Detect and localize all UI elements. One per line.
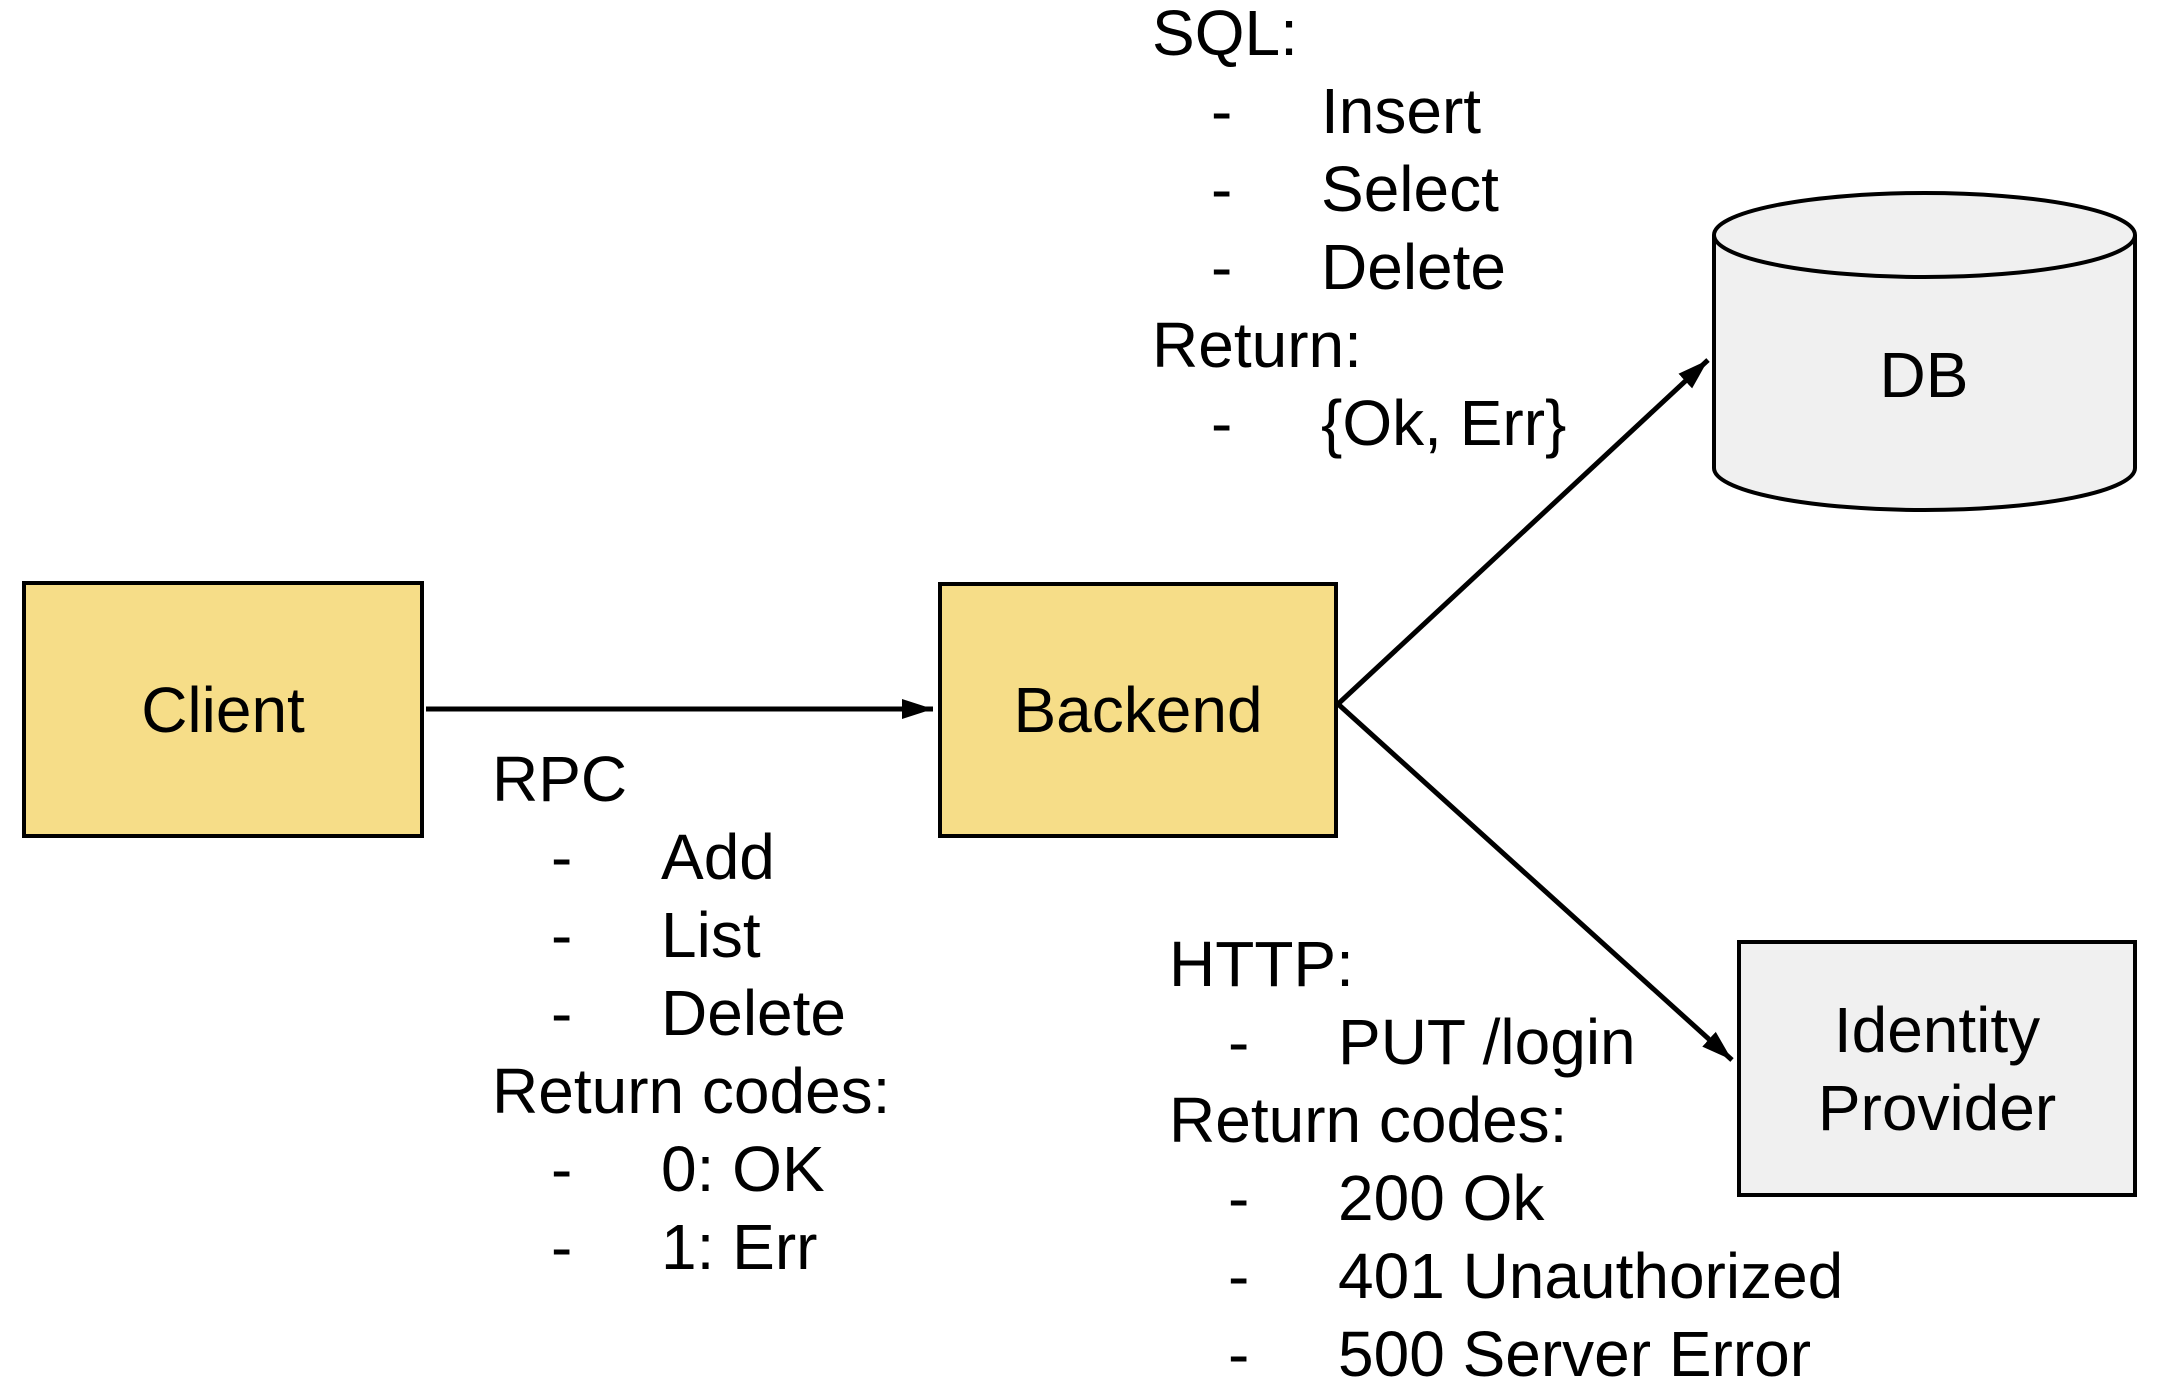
- bullet-dash: -: [1228, 1240, 1250, 1312]
- bullet-dash: -: [551, 899, 573, 971]
- list-item-text: Delete: [661, 977, 846, 1049]
- node-client: Client: [22, 581, 424, 838]
- db-label: DB: [1880, 339, 1969, 411]
- db-cylinder-top: [1712, 191, 2137, 279]
- bullet-dash: -: [1228, 1006, 1250, 1078]
- edge-backend-idp: [1336, 702, 1734, 1062]
- list-item-text: Select: [1321, 153, 1499, 225]
- bullet-dash: -: [1211, 231, 1233, 303]
- bullet-dash: -: [551, 1133, 573, 1205]
- identity-provider-label-line2: Provider: [1817, 1071, 2057, 1144]
- bullet-dash: -: [1211, 153, 1233, 225]
- bullet-dash: -: [1211, 75, 1233, 147]
- list-item-text: Add: [661, 821, 775, 893]
- bullet-dash: -: [1211, 387, 1233, 459]
- identity-provider-label: Identity Provider: [1818, 991, 2056, 1147]
- bullet-dash: -: [551, 1211, 573, 1283]
- node-db: DB: [1712, 191, 2137, 512]
- identity-provider-label-line1: Identity: [1833, 993, 2041, 1066]
- list-item-text: 0: OK: [661, 1133, 825, 1205]
- backend-label: Backend: [1013, 674, 1263, 746]
- client-label: Client: [141, 673, 305, 746]
- bullet-dash: -: [1228, 1318, 1250, 1390]
- list-item-text: {Ok, Err}: [1321, 387, 1567, 459]
- edge-backend-db: [1336, 358, 1710, 706]
- list-item-text: 200 Ok: [1338, 1162, 1545, 1234]
- list-item-text: PUT /login: [1338, 1006, 1636, 1078]
- node-identity-provider: Identity Provider: [1737, 940, 2137, 1197]
- list-item-text: 401 Unauthorized: [1338, 1240, 1844, 1312]
- list-item-text: 1: Err: [661, 1211, 818, 1283]
- list-item-text: Insert: [1321, 75, 1482, 147]
- node-backend: Backend: [938, 582, 1338, 838]
- list-item-text: Delete: [1321, 231, 1506, 303]
- db-cylinder-shape: [1712, 235, 2137, 512]
- list-item-text: List: [661, 899, 761, 971]
- bullet-dash: -: [551, 977, 573, 1049]
- bullet-dash: -: [1228, 1162, 1250, 1234]
- bullet-dash: -: [551, 821, 573, 893]
- list-item-text: 500 Server Error: [1338, 1318, 1812, 1390]
